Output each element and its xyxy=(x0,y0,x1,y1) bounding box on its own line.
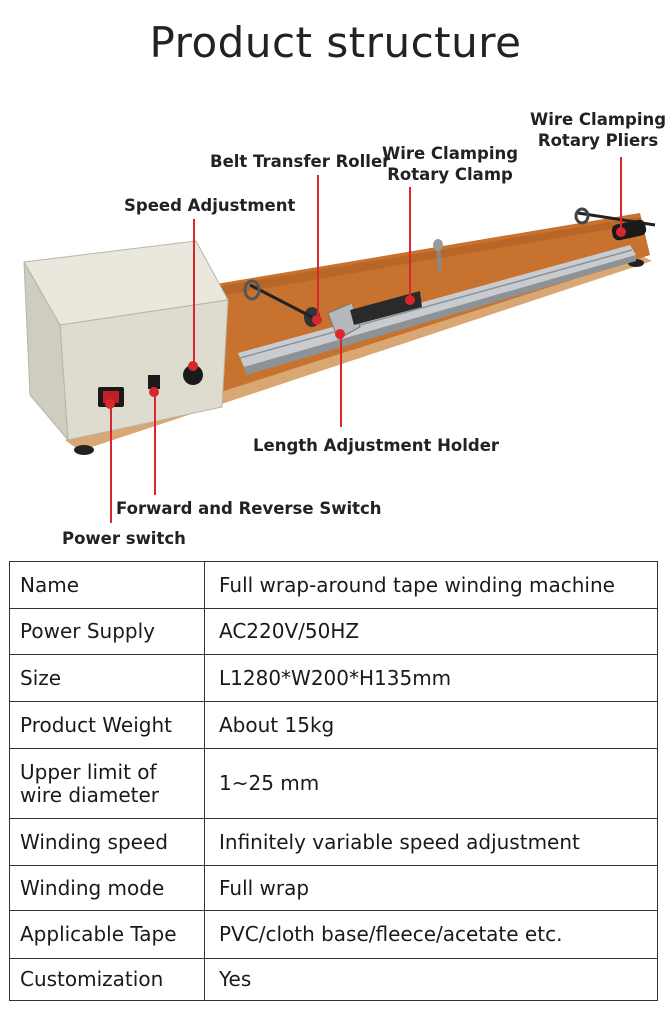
table-row: Winding speed Infinitely variable speed … xyxy=(9,818,658,866)
spec-value: Full wrap-around tape winding machine xyxy=(204,561,658,609)
spec-table: Name Full wrap-around tape winding machi… xyxy=(9,561,658,1001)
spec-name: Size xyxy=(9,654,205,702)
table-row: Winding mode Full wrap xyxy=(9,865,658,911)
motor-box-front xyxy=(59,299,229,441)
table-row: Applicable Tape PVC/cloth base/fleece/ac… xyxy=(9,910,658,959)
spec-value: PVC/cloth base/fleece/acetate etc. xyxy=(204,910,658,959)
leader-power xyxy=(110,405,112,523)
spec-name: Upper limit of wire diameter xyxy=(9,748,205,819)
callout-wire-clamping-rotary-clamp: Wire Clamping Rotary Clamp xyxy=(382,144,519,184)
leader-speed xyxy=(193,219,195,367)
table-row: Size L1280*W200*H135mm xyxy=(9,654,658,702)
table-row: Power Supply AC220V/50HZ xyxy=(9,608,658,655)
speed-knob-icon xyxy=(183,365,203,385)
table-row: Name Full wrap-around tape winding machi… xyxy=(9,561,658,609)
machine-figure: Wire Clamping Rotary Pliers Wire Clampin… xyxy=(0,95,671,555)
callout-length-adjustment-holder: Length Adjustment Holder xyxy=(253,436,500,455)
table-row: Upper limit of wire diameter 1~25 mm xyxy=(9,748,658,819)
spec-value: Yes xyxy=(204,958,658,1001)
marker-length xyxy=(335,329,345,339)
spec-name: Applicable Tape xyxy=(9,910,205,959)
spec-name: Winding speed xyxy=(9,818,205,866)
machine-illustration xyxy=(23,207,656,455)
marker-roller xyxy=(312,315,322,325)
leader-fwd-rev xyxy=(154,393,156,495)
table-row: Product Weight About 15kg xyxy=(9,701,658,749)
spec-name: Power Supply xyxy=(9,608,205,655)
callout-forward-reverse-switch: Forward and Reverse Switch xyxy=(116,499,382,518)
callout-speed-adjustment: Speed Adjustment xyxy=(124,196,296,215)
spec-value: About 15kg xyxy=(204,701,658,749)
spec-name: Product Weight xyxy=(9,701,205,749)
direction-switch-icon xyxy=(148,375,160,389)
page-title: Product structure xyxy=(149,18,522,67)
table-row: Customization Yes xyxy=(9,958,658,1001)
spec-value: L1280*W200*H135mm xyxy=(204,654,658,702)
spec-value: Full wrap xyxy=(204,865,658,911)
spec-value: 1~25 mm xyxy=(204,748,658,819)
spec-name: Winding mode xyxy=(9,865,205,911)
callout-power-switch: Power switch xyxy=(62,529,186,548)
marker-fwd-rev xyxy=(149,387,159,397)
leader-roller xyxy=(317,175,319,317)
spec-value: Infinitely variable speed adjustment xyxy=(204,818,658,866)
marker-pliers xyxy=(616,227,626,237)
leader-length xyxy=(340,335,342,427)
callout-wire-clamping-rotary-pliers: Wire Clamping Rotary Pliers xyxy=(530,110,667,150)
marker-power xyxy=(105,399,115,409)
leader-pliers xyxy=(620,157,622,230)
marker-speed xyxy=(188,361,198,371)
leader-clamp xyxy=(409,187,411,297)
spec-value: AC220V/50HZ xyxy=(204,608,658,655)
spec-name: Customization xyxy=(9,958,205,1001)
marker-clamp xyxy=(405,295,415,305)
spec-name: Name xyxy=(9,561,205,609)
callout-belt-transfer-roller: Belt Transfer Roller xyxy=(210,152,391,171)
motor-box-side xyxy=(23,261,69,442)
